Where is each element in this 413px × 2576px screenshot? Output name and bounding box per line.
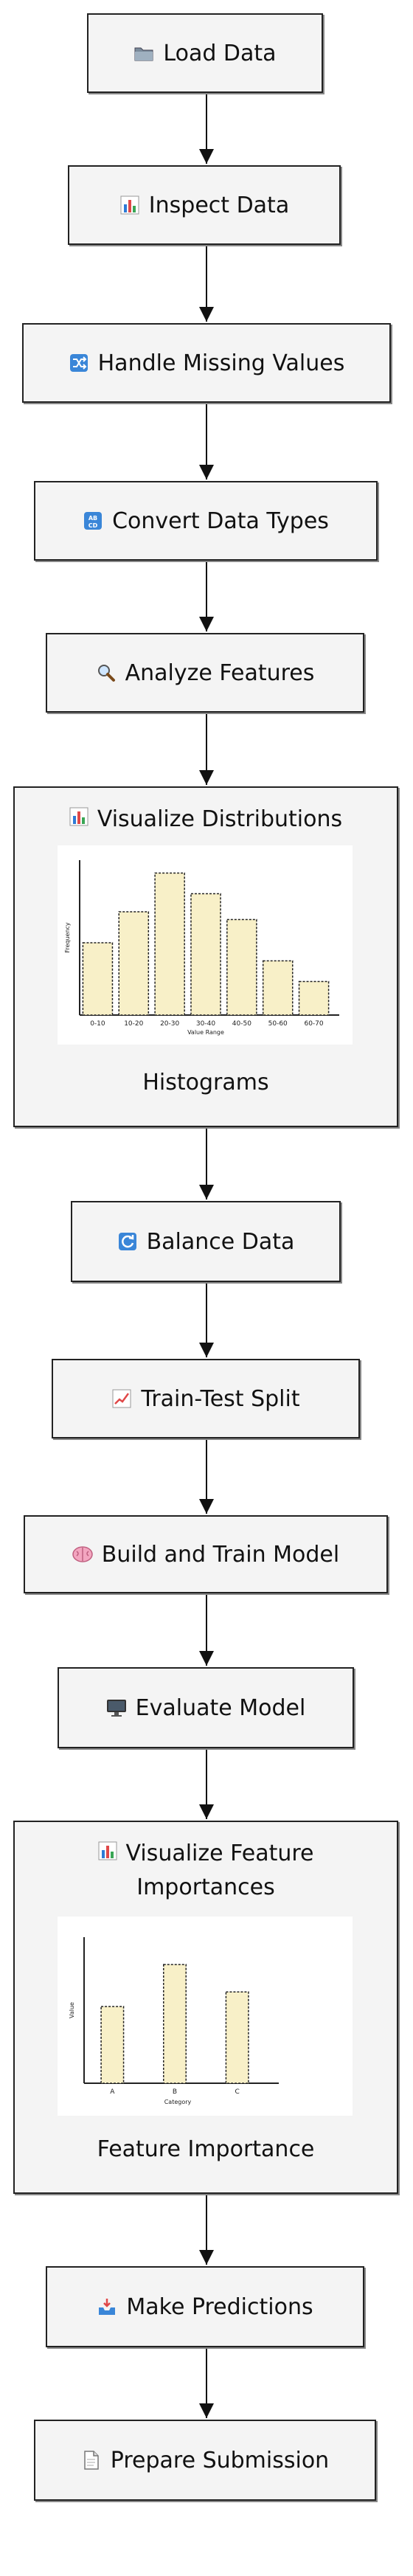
feature-importance-caption: Feature Importance	[97, 2136, 315, 2162]
x-axis-label: Category	[164, 2099, 192, 2105]
make-predictions-label: Make Predictions	[126, 2293, 313, 2320]
analyze-features-label: Analyze Features	[125, 659, 315, 686]
train-test-split-label: Train-Test Split	[141, 1385, 300, 1412]
inspect-data-label: Inspect Data	[148, 192, 290, 218]
visualize-importances-node[interactable]: Visualize Feature Importances A B C Categor…	[13, 1821, 398, 2194]
y-axis-label: Value	[69, 2002, 75, 2018]
tick-label: 30-40	[196, 1020, 215, 1028]
handle-missing-label: Handle Missing Values	[97, 350, 345, 376]
bar-60-70	[298, 980, 330, 1016]
x-axis-label: Value Range	[187, 1029, 224, 1036]
bar-30-40	[190, 893, 221, 1016]
tick-label: C	[235, 2088, 240, 2096]
magnifier-icon	[96, 662, 117, 683]
feature-importance-chart: A B C Category Value	[58, 1917, 353, 2116]
convert-types-label: Convert Data Types	[112, 508, 329, 534]
bar-C	[225, 1991, 249, 2084]
tick-label: 60-70	[304, 1020, 323, 1028]
tick-label: B	[173, 2088, 177, 2096]
bar-chart-icon	[69, 804, 88, 835]
build-train-label: Build and Train Model	[101, 1541, 340, 1568]
monitor-icon	[106, 1697, 127, 1718]
refresh-icon	[117, 1231, 138, 1252]
bar-50-60	[262, 960, 294, 1016]
handle-missing-node[interactable]: Handle Missing Values	[22, 323, 391, 403]
inbox-icon	[97, 2296, 117, 2317]
visualize-distributions-label: Visualize Distributions	[97, 806, 343, 832]
svg-text:AB: AB	[88, 515, 97, 522]
bar-chart-icon	[98, 1838, 117, 1869]
svg-text:CD: CD	[88, 522, 98, 529]
tick-label: 0-10	[90, 1020, 105, 1028]
load-data-node[interactable]: Load Data	[87, 13, 323, 93]
y-axis-label: Frequency	[64, 922, 71, 953]
histograms-caption: Histograms	[142, 1070, 269, 1095]
prepare-submission-label: Prepare Submission	[110, 2447, 330, 2473]
bar-0-10	[82, 942, 114, 1016]
bar-10-20	[118, 911, 150, 1016]
analyze-features-node[interactable]: Analyze Features	[46, 633, 364, 713]
train-test-split-node[interactable]: Train-Test Split	[52, 1359, 360, 1438]
make-predictions-node[interactable]: Make Predictions	[46, 2266, 364, 2347]
bar-A	[100, 2006, 125, 2084]
bar-40-50	[226, 918, 257, 1016]
visualize-distributions-title: Visualize Distributions	[15, 804, 397, 835]
tick-label: 50-60	[268, 1020, 288, 1028]
bar-chart-icon	[119, 195, 140, 215]
tick-label: 20-30	[160, 1020, 179, 1028]
balance-data-label: Balance Data	[146, 1228, 295, 1255]
build-train-node[interactable]: Build and Train Model	[24, 1515, 388, 1593]
shuffle-icon	[69, 353, 89, 373]
visualize-importances-label-1: Visualize Feature	[125, 1841, 314, 1866]
tick-label: 40-50	[232, 1020, 251, 1028]
visualize-importances-title-line1: Visualize Feature	[15, 1838, 397, 1869]
tick-label: 10-20	[124, 1020, 143, 1028]
evaluate-model-label: Evaluate Model	[135, 1694, 306, 1721]
tick-label: A	[110, 2088, 115, 2096]
bar-20-30	[154, 872, 185, 1016]
load-data-label: Load Data	[163, 40, 277, 66]
trend-chart-icon	[111, 1388, 132, 1409]
brain-icon	[72, 1544, 93, 1565]
evaluate-model-node[interactable]: Evaluate Model	[58, 1667, 354, 1748]
visualize-distributions-node[interactable]: Visualize Distributions 0-10 10-20 20-30 30…	[13, 786, 398, 1127]
bar-B	[163, 1964, 187, 2084]
balance-data-node[interactable]: Balance Data	[71, 1201, 341, 1282]
document-icon	[81, 2450, 102, 2471]
visualize-importances-label-2: Importances	[136, 1874, 275, 1900]
prepare-submission-node[interactable]: Prepare Submission	[34, 2420, 376, 2501]
inspect-data-node[interactable]: Inspect Data	[68, 165, 341, 245]
folder-icon	[133, 43, 154, 63]
